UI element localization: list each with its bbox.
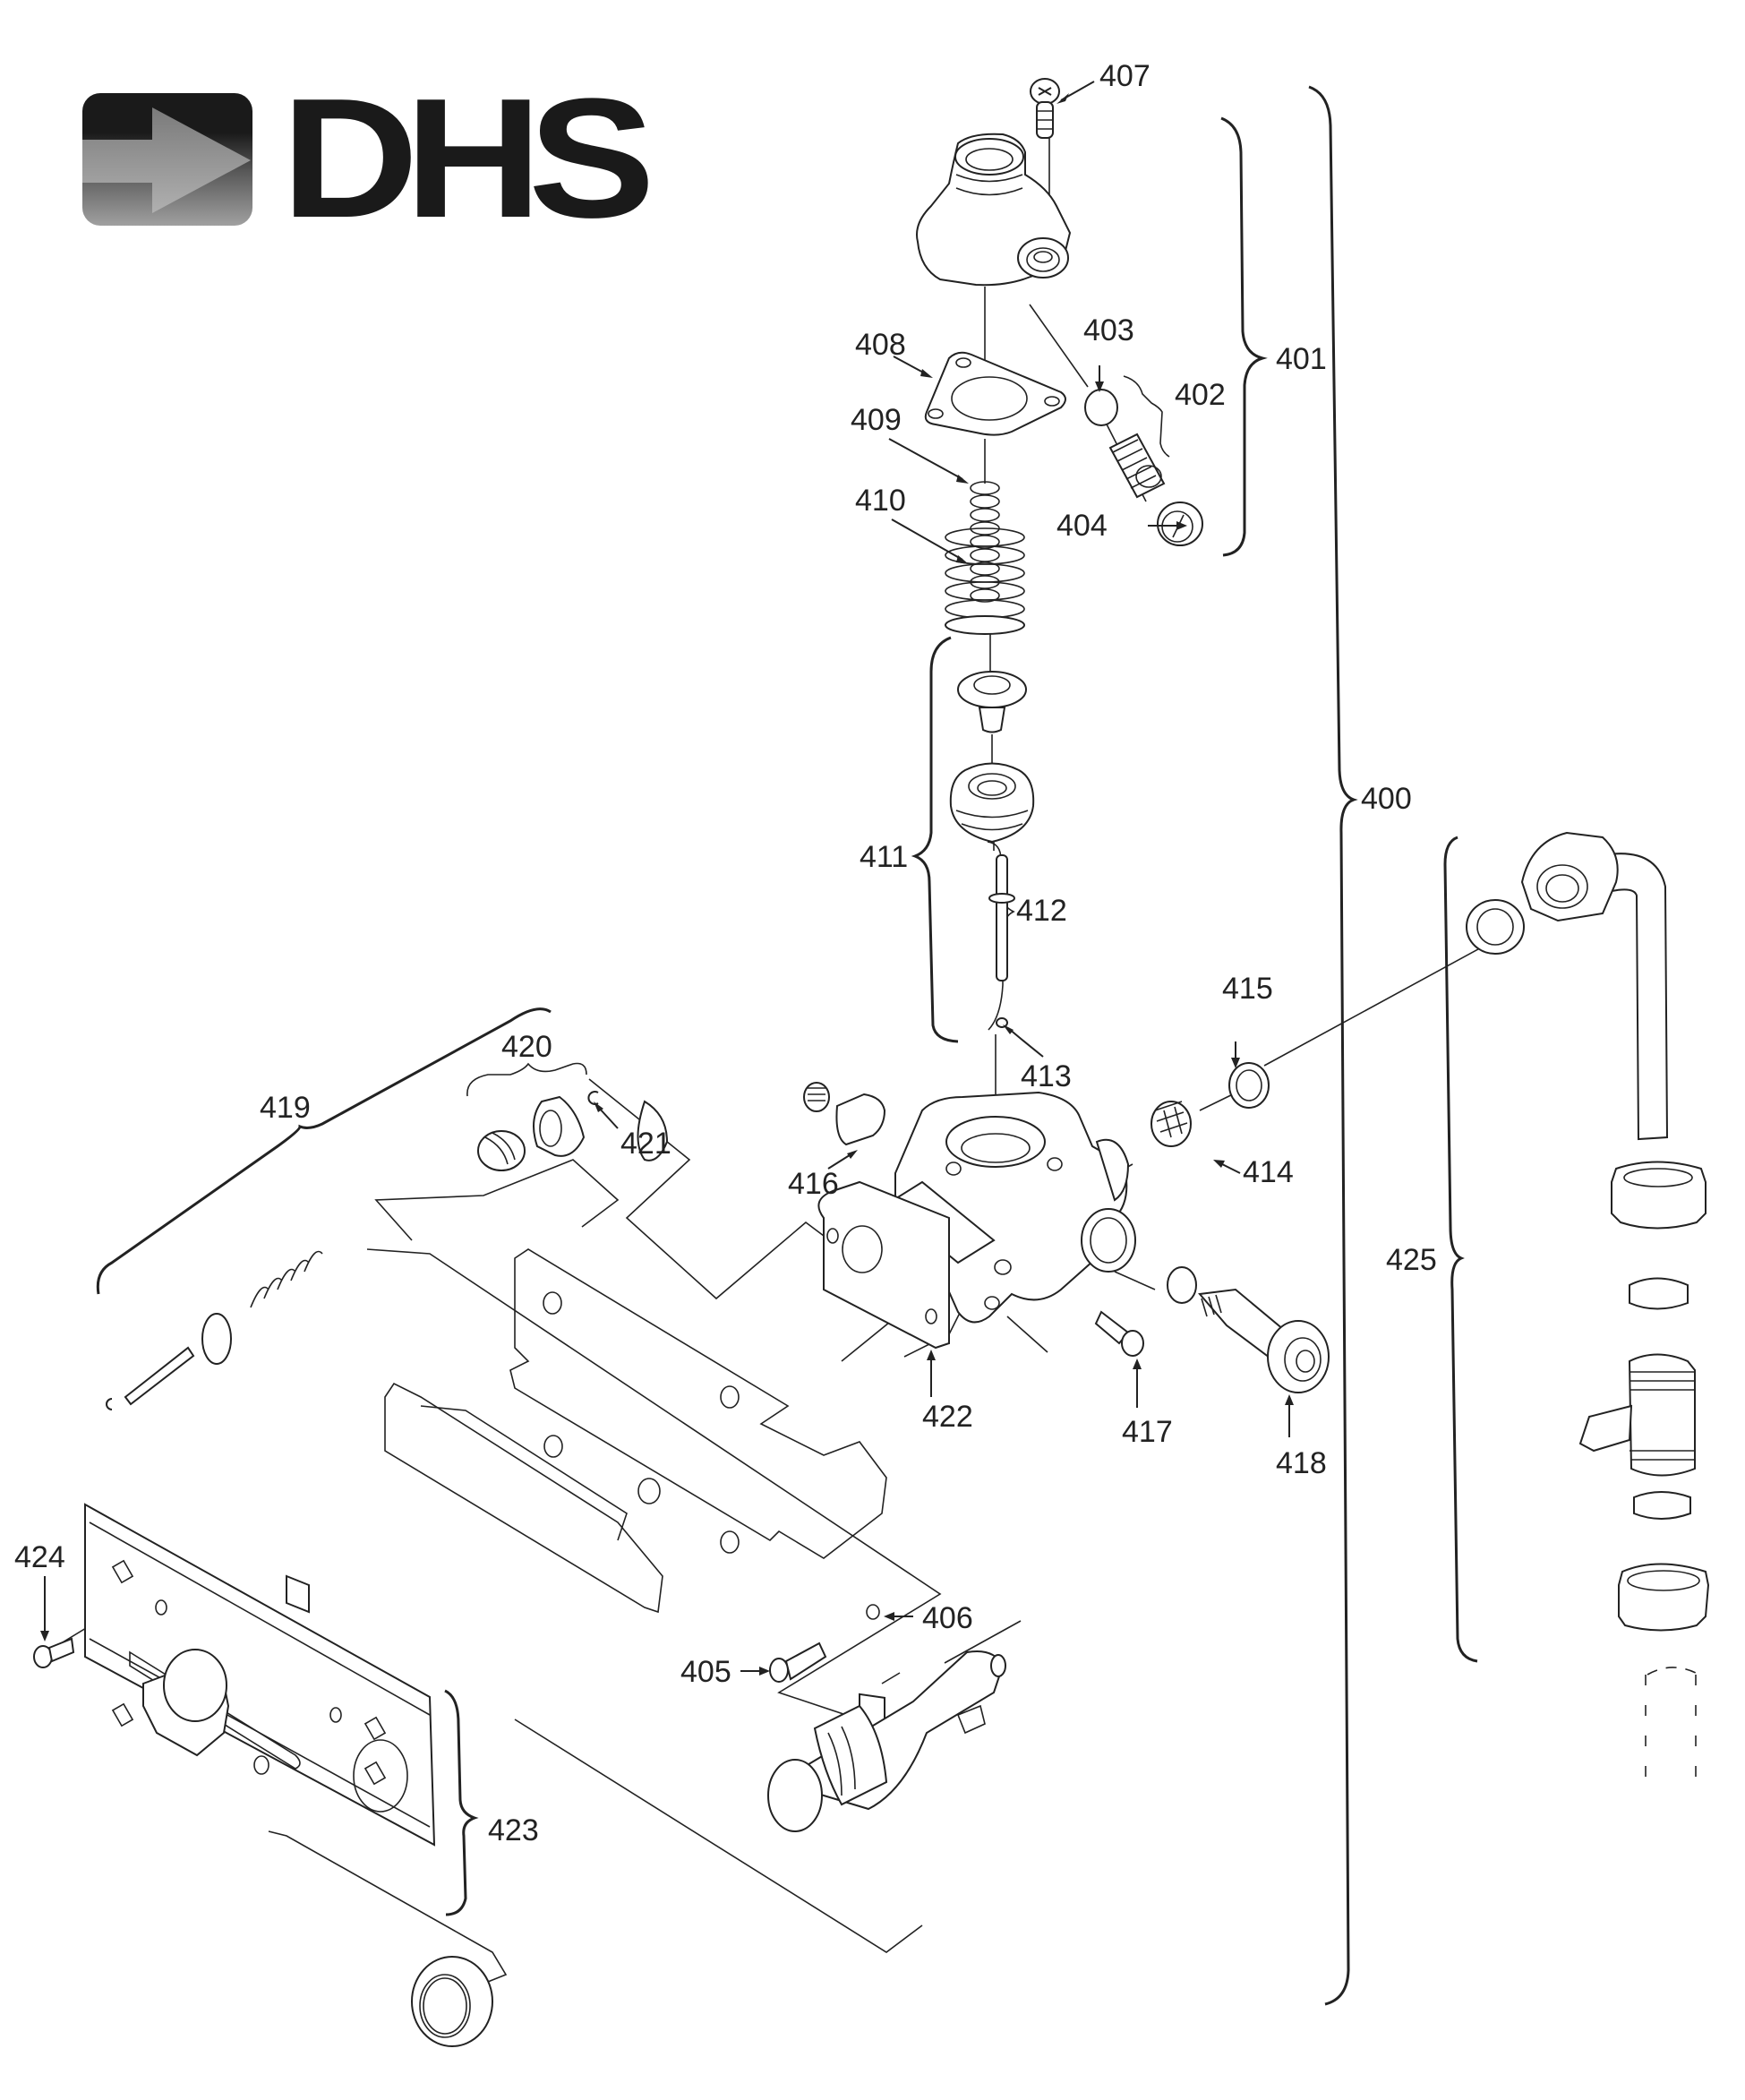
part-416-cap	[803, 1082, 886, 1146]
label-419: 419	[260, 1091, 311, 1125]
part-423-front-plate	[84, 1503, 436, 1847]
callout-arrows	[40, 81, 1294, 1676]
bracket-401	[1220, 116, 1268, 557]
bracket-411	[911, 636, 959, 1043]
label-418: 418	[1276, 1446, 1327, 1480]
part-409-410-springs	[945, 481, 1025, 635]
bracket-402	[1123, 375, 1170, 458]
label-404: 404	[1056, 509, 1108, 543]
label-402: 402	[1175, 378, 1226, 412]
part-402-spring	[1108, 433, 1166, 499]
label-415: 415	[1222, 972, 1273, 1006]
part-424-screw	[33, 1637, 75, 1668]
part-408-gasket	[924, 351, 1066, 436]
part-403-disc	[1084, 389, 1118, 426]
bracket-423	[444, 1689, 479, 1916]
part-411-diaphragm	[949, 671, 1035, 844]
part-419-lever-set	[106, 1250, 323, 1410]
part-417-screw	[1094, 1310, 1144, 1357]
callout-labels: 407 401 403 402 408 409 404 410 400 411 …	[14, 59, 1437, 1847]
part-418-valve-plug	[1167, 1266, 1330, 1393]
part-valve-body	[885, 1091, 1136, 1324]
bracket-400	[1308, 85, 1358, 2006]
label-412: 412	[1016, 894, 1067, 928]
bracket-420	[466, 1062, 587, 1097]
part-407-screw	[1030, 78, 1060, 139]
part-igniter-solenoid	[767, 1650, 1006, 1832]
label-403: 403	[1083, 313, 1134, 347]
label-400: 400	[1361, 782, 1412, 816]
part-414-strainer	[1151, 1101, 1192, 1147]
arrow-right-icon	[82, 93, 252, 226]
label-413: 413	[1021, 1059, 1072, 1093]
part-412-rod	[988, 854, 1015, 981]
label-425: 425	[1386, 1243, 1437, 1277]
label-424: 424	[14, 1540, 65, 1574]
label-405: 405	[680, 1655, 731, 1689]
label-408: 408	[855, 328, 906, 362]
label-414: 414	[1243, 1155, 1294, 1189]
label-423: 423	[488, 1813, 539, 1847]
label-410: 410	[855, 484, 906, 518]
label-407: 407	[1099, 59, 1151, 93]
part-405-screw	[769, 1641, 827, 1683]
logo-wordmark: DHS	[281, 64, 655, 253]
part-413-oring	[996, 1017, 1008, 1028]
part-401-outlet-housing	[916, 133, 1072, 287]
part-415-washer	[1228, 1062, 1270, 1109]
part-422-gasket	[817, 1180, 950, 1350]
label-411: 411	[860, 840, 908, 874]
label-416: 416	[788, 1167, 839, 1201]
label-406: 406	[922, 1601, 973, 1635]
dhs-logo: DHS	[82, 73, 700, 244]
part-425-pipe-kit	[1466, 831, 1710, 1791]
label-401: 401	[1276, 342, 1327, 376]
part-lock-ring	[411, 1956, 493, 2047]
bracket-425	[1443, 836, 1478, 1663]
label-420: 420	[501, 1030, 552, 1064]
bracket-419	[96, 1007, 552, 1295]
bracket-412	[987, 841, 1015, 1031]
part-mounting-bracket	[384, 1248, 887, 1614]
label-409: 409	[851, 403, 902, 437]
label-422: 422	[922, 1400, 973, 1434]
part-421-clip	[587, 1091, 599, 1105]
part-420-piston	[477, 1095, 669, 1171]
label-417: 417	[1122, 1415, 1173, 1449]
label-421: 421	[620, 1127, 671, 1161]
